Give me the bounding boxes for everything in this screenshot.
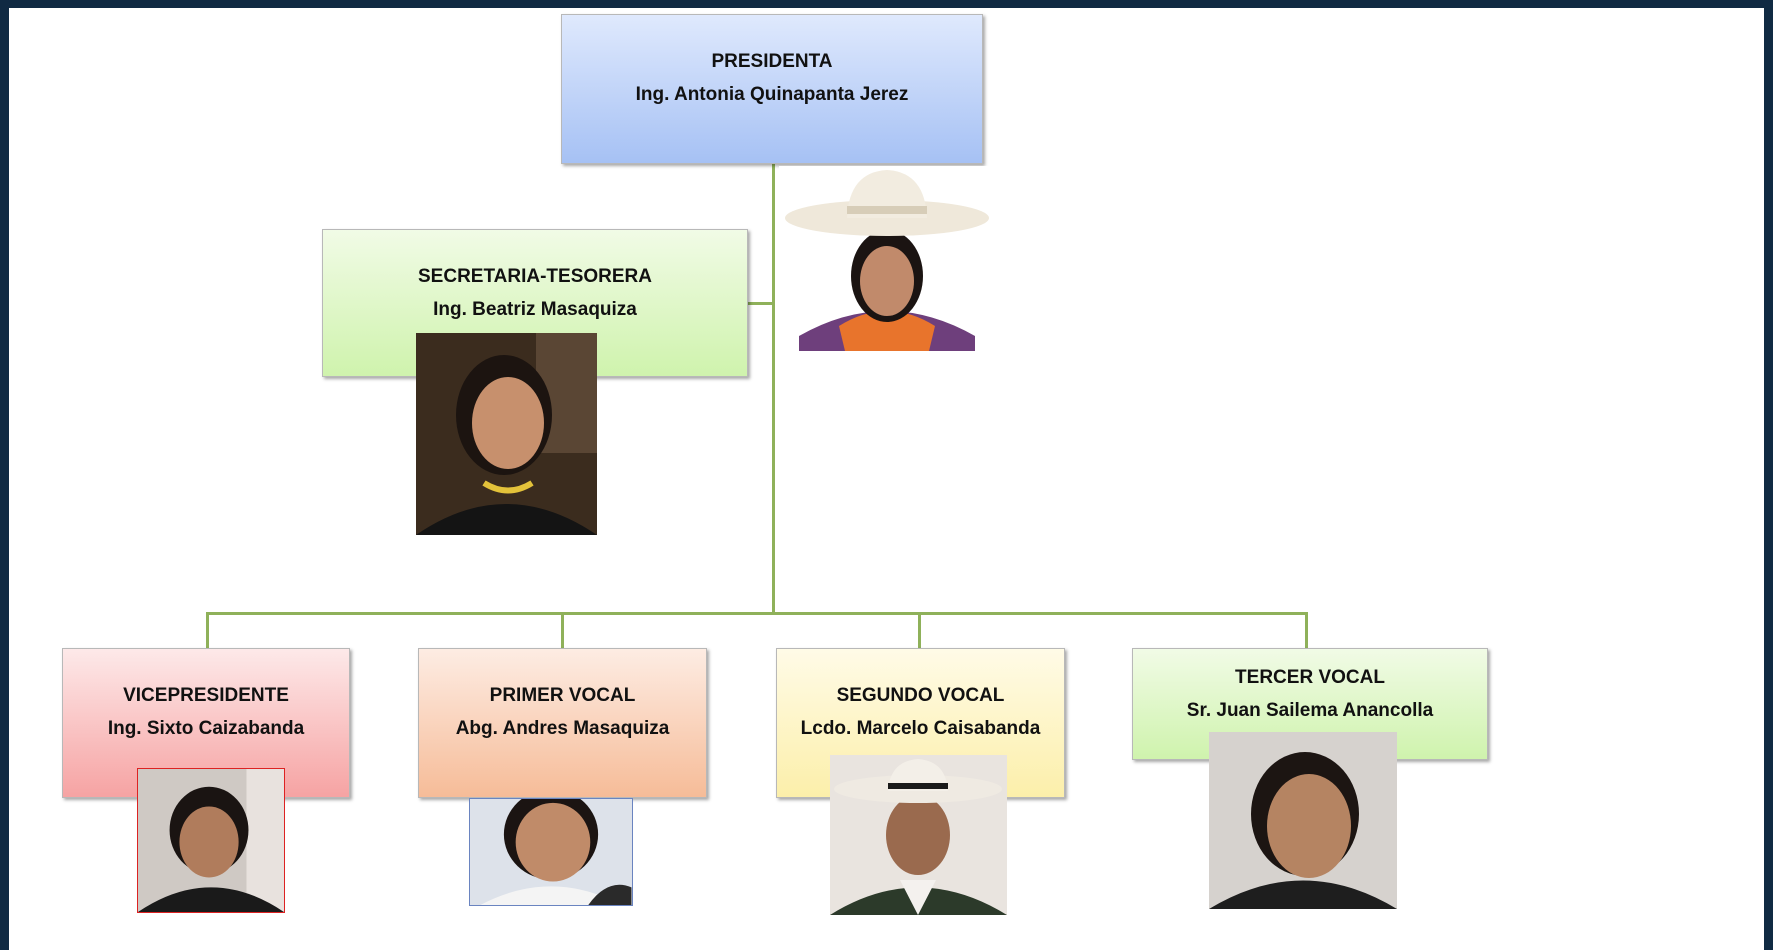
secretaria-role: SECRETARIA-TESORERA [418, 266, 652, 287]
vicepresidente-photo [137, 768, 285, 913]
secretaria-name: Ing. Beatriz Masaquiza [433, 299, 637, 320]
primer-vocal-photo [469, 798, 633, 906]
tercer-vocal-role: TERCER VOCAL [1235, 667, 1385, 688]
connector-trunk [772, 164, 775, 614]
tercer-vocal-name: Sr. Juan Sailema Anancolla [1186, 700, 1434, 721]
connector-secretaria [747, 302, 774, 305]
presidenta-photo [779, 166, 995, 351]
tercer-vocal-box: TERCER VOCAL Sr. Juan Sailema Anancolla [1132, 648, 1488, 760]
secretaria-photo [416, 333, 597, 535]
vicepresidente-portrait-icon [138, 769, 284, 912]
connector-segundo-vocal [918, 612, 921, 648]
tercer-vocal-photo [1209, 732, 1397, 909]
connector-vicepresidente [206, 612, 209, 648]
vicepresidente-name: Ing. Sixto Caizabanda [107, 718, 305, 739]
presidenta-box: PRESIDENTA Ing. Antonia Quinapanta Jerez [561, 14, 983, 164]
presidenta-name: Ing. Antonia Quinapanta Jerez [635, 84, 909, 105]
tercer-vocal-portrait-icon [1209, 732, 1397, 909]
primer-vocal-role: PRIMER VOCAL [489, 685, 636, 706]
primer-vocal-name: Abg. Andres Masaquiza [455, 718, 670, 739]
connector-tercer-vocal [1305, 612, 1308, 648]
presidenta-portrait-icon [779, 166, 995, 351]
presidenta-role: PRESIDENTA [711, 51, 833, 72]
primer-vocal-portrait-icon [470, 799, 632, 905]
segundo-vocal-name: Lcdo. Marcelo Caisabanda [800, 718, 1041, 739]
segundo-vocal-photo [830, 755, 1007, 915]
secretaria-portrait-icon [416, 333, 597, 535]
secretaria-box: SECRETARIA-TESORERA Ing. Beatriz Masaqui… [322, 229, 748, 377]
primer-vocal-box: PRIMER VOCAL Abg. Andres Masaquiza [418, 648, 707, 798]
segundo-vocal-role: SEGUNDO VOCAL [836, 685, 1005, 706]
vicepresidente-role: VICEPRESIDENTE [123, 685, 289, 706]
connector-primer-vocal [561, 612, 564, 648]
segundo-vocal-portrait-icon [830, 755, 1007, 915]
connector-horizontal-bar [206, 612, 1308, 615]
